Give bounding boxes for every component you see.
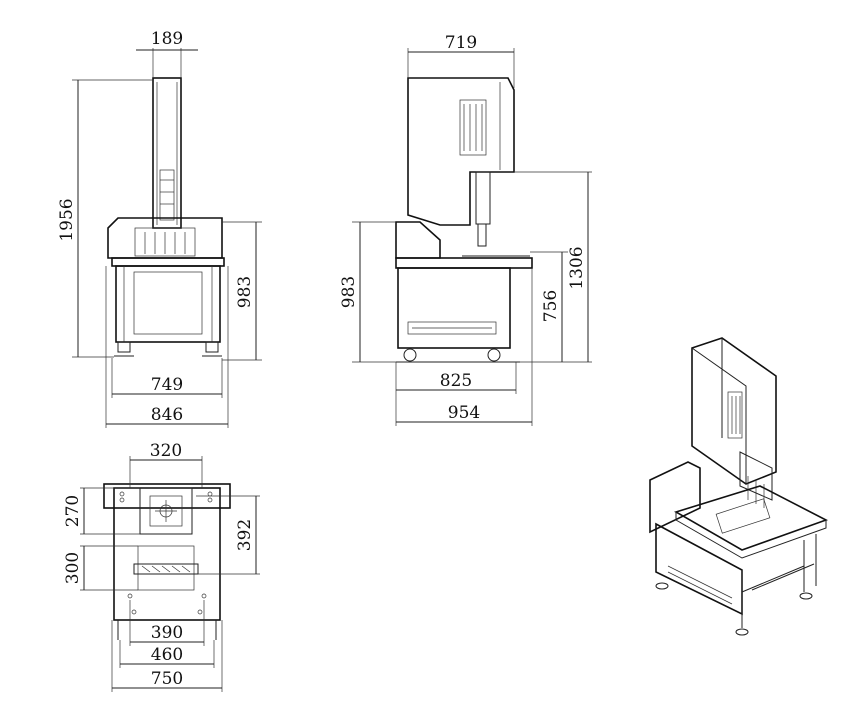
dim-top-750: 750	[151, 669, 183, 689]
side-view: 719 983 1306 756 825 954	[339, 33, 592, 426]
ultrasonic-welder-isometric-icon	[649, 337, 829, 636]
top-view: 320 270 392 300 390 460 750	[63, 441, 260, 692]
dim-side-719: 719	[445, 33, 477, 53]
dim-top-300: 300	[63, 552, 83, 584]
dim-side-983: 983	[339, 276, 359, 308]
dim-front-983: 983	[235, 276, 255, 308]
dim-side-825: 825	[440, 371, 472, 391]
dim-front-749: 749	[151, 375, 183, 395]
dim-front-189: 189	[151, 29, 183, 49]
dim-top-320: 320	[150, 441, 182, 461]
dim-side-1306: 1306	[567, 246, 587, 289]
front-view: 189 1956 983 749 846	[57, 29, 262, 428]
dim-front-846: 846	[151, 405, 183, 425]
dim-side-954: 954	[448, 403, 480, 423]
dim-front-1956: 1956	[57, 198, 77, 241]
dim-top-270: 270	[63, 495, 83, 527]
dim-side-756: 756	[541, 290, 561, 322]
dim-top-390: 390	[151, 623, 183, 643]
dim-top-392: 392	[235, 519, 255, 551]
dim-top-460: 460	[151, 645, 183, 665]
